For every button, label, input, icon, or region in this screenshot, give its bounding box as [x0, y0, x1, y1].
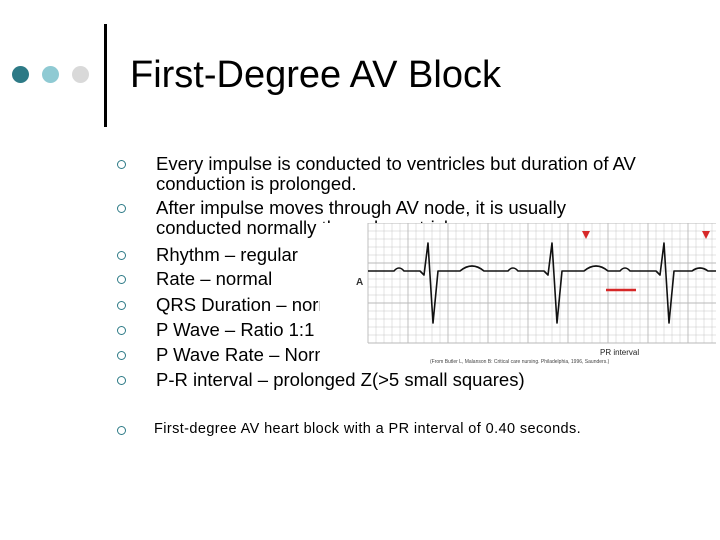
- bullet-text: Rate – normal: [156, 268, 273, 289]
- bullet-text: QRS Duration – normal: [156, 294, 349, 315]
- hollow-circle-bullet-icon: [117, 275, 126, 284]
- hollow-circle-bullet-icon: [117, 376, 126, 385]
- bullet-text: Rhythm – regular: [156, 244, 298, 265]
- hollow-circle-bullet-icon: [117, 251, 126, 260]
- ecg-strip-svg: A (From Butler L, Malanson B: Critical c…: [356, 223, 716, 365]
- panel-label: A: [356, 277, 363, 288]
- pr-interval-label: PR interval: [600, 348, 639, 357]
- hollow-circle-bullet-icon: [117, 426, 126, 435]
- p-wave-marker-icon: [582, 231, 590, 239]
- dark-teal-dot-icon: [12, 66, 29, 83]
- ecg-trace: [368, 242, 716, 324]
- hollow-circle-bullet-icon: [117, 160, 126, 169]
- bullet-text: Every impulse is conducted to ventricles…: [156, 153, 636, 194]
- ecg-strip-figure: A (From Butler L, Malanson B: Critical c…: [320, 223, 716, 367]
- decorative-dots: [12, 66, 102, 84]
- hollow-circle-bullet-icon: [117, 301, 126, 310]
- ecg-grid: [367, 223, 716, 344]
- p-wave-marker-icon: [702, 231, 710, 239]
- bullet-text: P Wave – Ratio 1:1: [156, 319, 315, 340]
- hollow-circle-bullet-icon: [117, 204, 126, 213]
- bullet-text: P-R interval – prolonged Z(>5 small squa…: [156, 369, 525, 390]
- bullet-text: P Wave Rate – Normal: [156, 344, 345, 365]
- figure-caption: First-degree AV heart block with a PR in…: [154, 421, 582, 437]
- hollow-circle-bullet-icon: [117, 326, 126, 335]
- light-teal-dot-icon: [42, 66, 59, 83]
- hollow-circle-bullet-icon: [117, 351, 126, 360]
- figure-source: (From Butler L, Malanson B: Critical car…: [430, 359, 610, 365]
- slide-title: First-Degree AV Block: [130, 54, 501, 96]
- title-divider: [104, 24, 107, 127]
- gray-dot-icon: [72, 66, 89, 83]
